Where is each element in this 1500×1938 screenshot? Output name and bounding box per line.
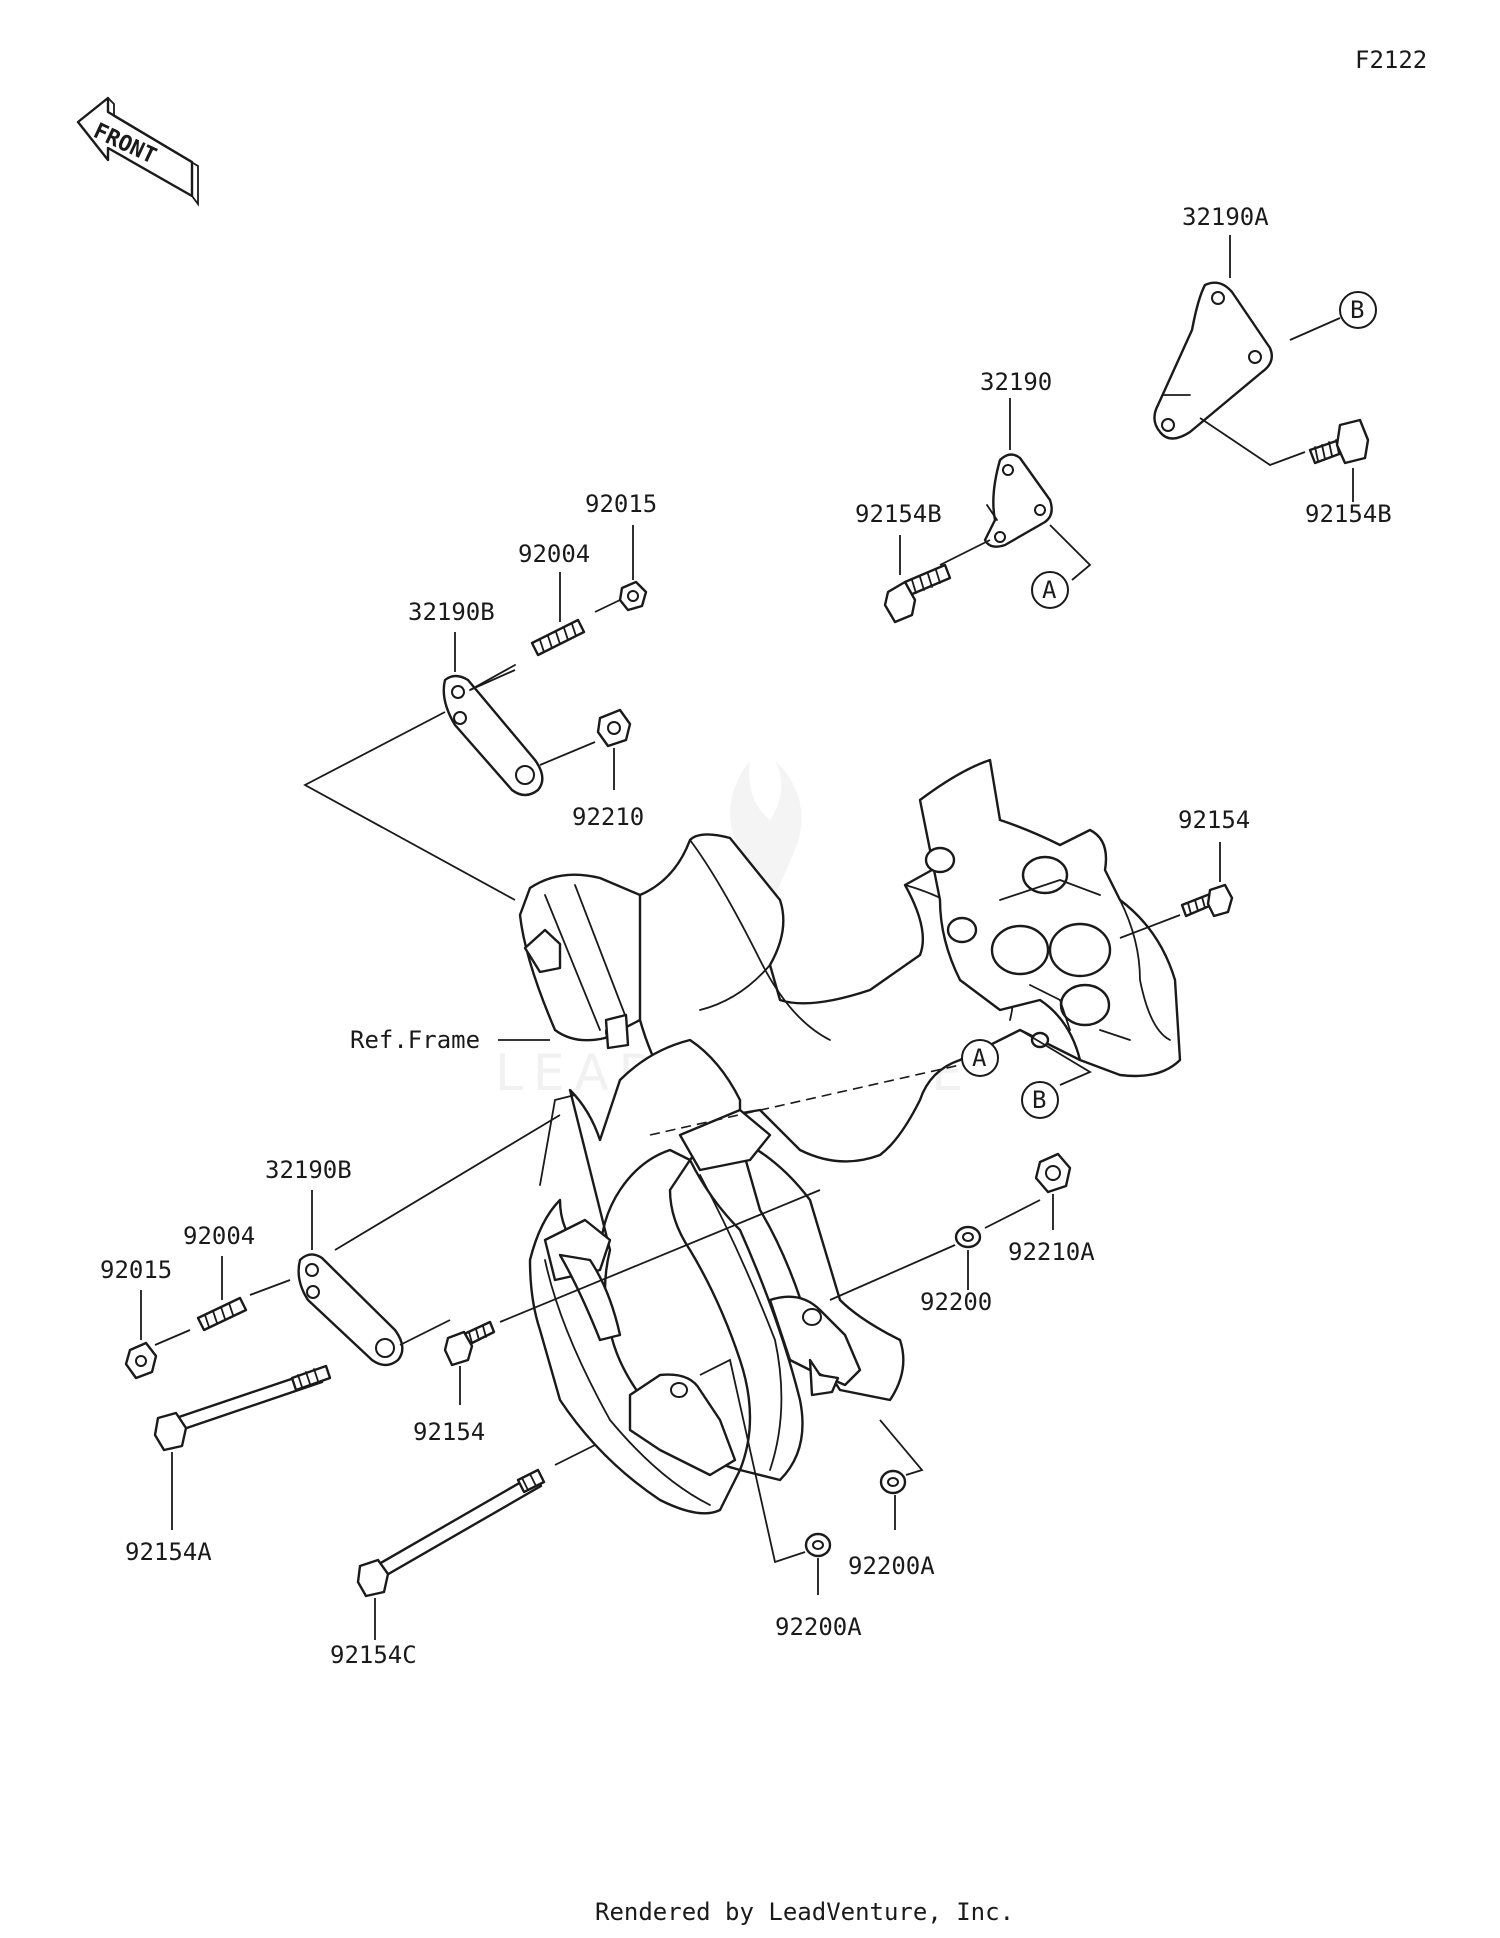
- bracket-32190b-bottom: 32190B: [249, 1114, 561, 1367]
- part-label-92200: 92200: [920, 1288, 992, 1316]
- bolt-92154-mid: 92154: [413, 1189, 821, 1446]
- frame-reference: Ref.Frame: [350, 758, 1182, 1515]
- bolt-92154b-right: 92154B: [1305, 418, 1392, 528]
- bolt-92154-right: 92154: [1119, 806, 1250, 939]
- part-label-32190b-bottom: 32190B: [265, 1156, 352, 1184]
- bolt-92154b-left: 92154B: [855, 500, 952, 624]
- part-label-92210: 92210: [572, 803, 644, 831]
- washer-92200a-right: 92200A: [848, 1419, 935, 1580]
- ref-frame-label: Ref.Frame: [350, 1026, 480, 1054]
- ref-a-label: A: [1042, 576, 1057, 604]
- bolt-92154c: 92154C: [330, 1444, 596, 1669]
- part-label-92210a: 92210A: [1008, 1238, 1095, 1266]
- part-label-92154a: 92154A: [125, 1538, 212, 1566]
- part-label-92004-bottom: 92004: [183, 1222, 255, 1250]
- part-label-32190: 32190: [980, 368, 1052, 396]
- bracket-32190a: 32190A B: [1153, 203, 1377, 467]
- frame-ref-b: B: [1032, 1086, 1046, 1114]
- ref-b-label: B: [1350, 296, 1364, 324]
- part-label-92200a-right: 92200A: [848, 1552, 935, 1580]
- bolt-92154a: 92154A: [125, 1364, 332, 1566]
- bracket-32190: 32190 A: [939, 368, 1092, 609]
- part-label-92154b-right: 92154B: [1305, 500, 1392, 528]
- part-label-92154b-left: 92154B: [855, 500, 942, 528]
- frame-ref-a: A: [972, 1044, 987, 1072]
- footer-credit: Rendered by LeadVenture, Inc.: [595, 1898, 1014, 1926]
- stud-92004-bottom: 92004: [154, 1222, 255, 1346]
- part-label-92154c: 92154C: [330, 1641, 417, 1669]
- part-label-32190b-top: 32190B: [408, 598, 495, 626]
- nut-92015-top: 92015: [585, 490, 657, 612]
- washer-92200: 92200: [829, 1199, 1041, 1316]
- washer-92200a-mid: 92200A: [699, 1358, 862, 1641]
- bracket-32190b-top: 32190B: [303, 598, 596, 901]
- front-arrow-icon: FRONT: [76, 96, 199, 207]
- frame-refs: A B: [649, 1029, 1092, 1136]
- nut-92210a: 92210A: [1008, 1152, 1095, 1266]
- part-label-92004-top: 92004: [518, 540, 590, 568]
- stud-92004-top: 92004: [518, 540, 621, 657]
- part-label-92015-bottom: 92015: [100, 1256, 172, 1284]
- part-label-92154-right: 92154: [1178, 806, 1250, 834]
- part-label-92200a-mid: 92200A: [775, 1613, 862, 1641]
- part-label-32190a: 32190A: [1182, 203, 1269, 231]
- nut-92015-bottom: 92015: [100, 1256, 172, 1380]
- diagram-code: F2122: [1355, 46, 1427, 74]
- nut-92210: 92210: [572, 708, 644, 831]
- part-label-92154-mid: 92154: [413, 1418, 485, 1446]
- part-label-92015-top: 92015: [585, 490, 657, 518]
